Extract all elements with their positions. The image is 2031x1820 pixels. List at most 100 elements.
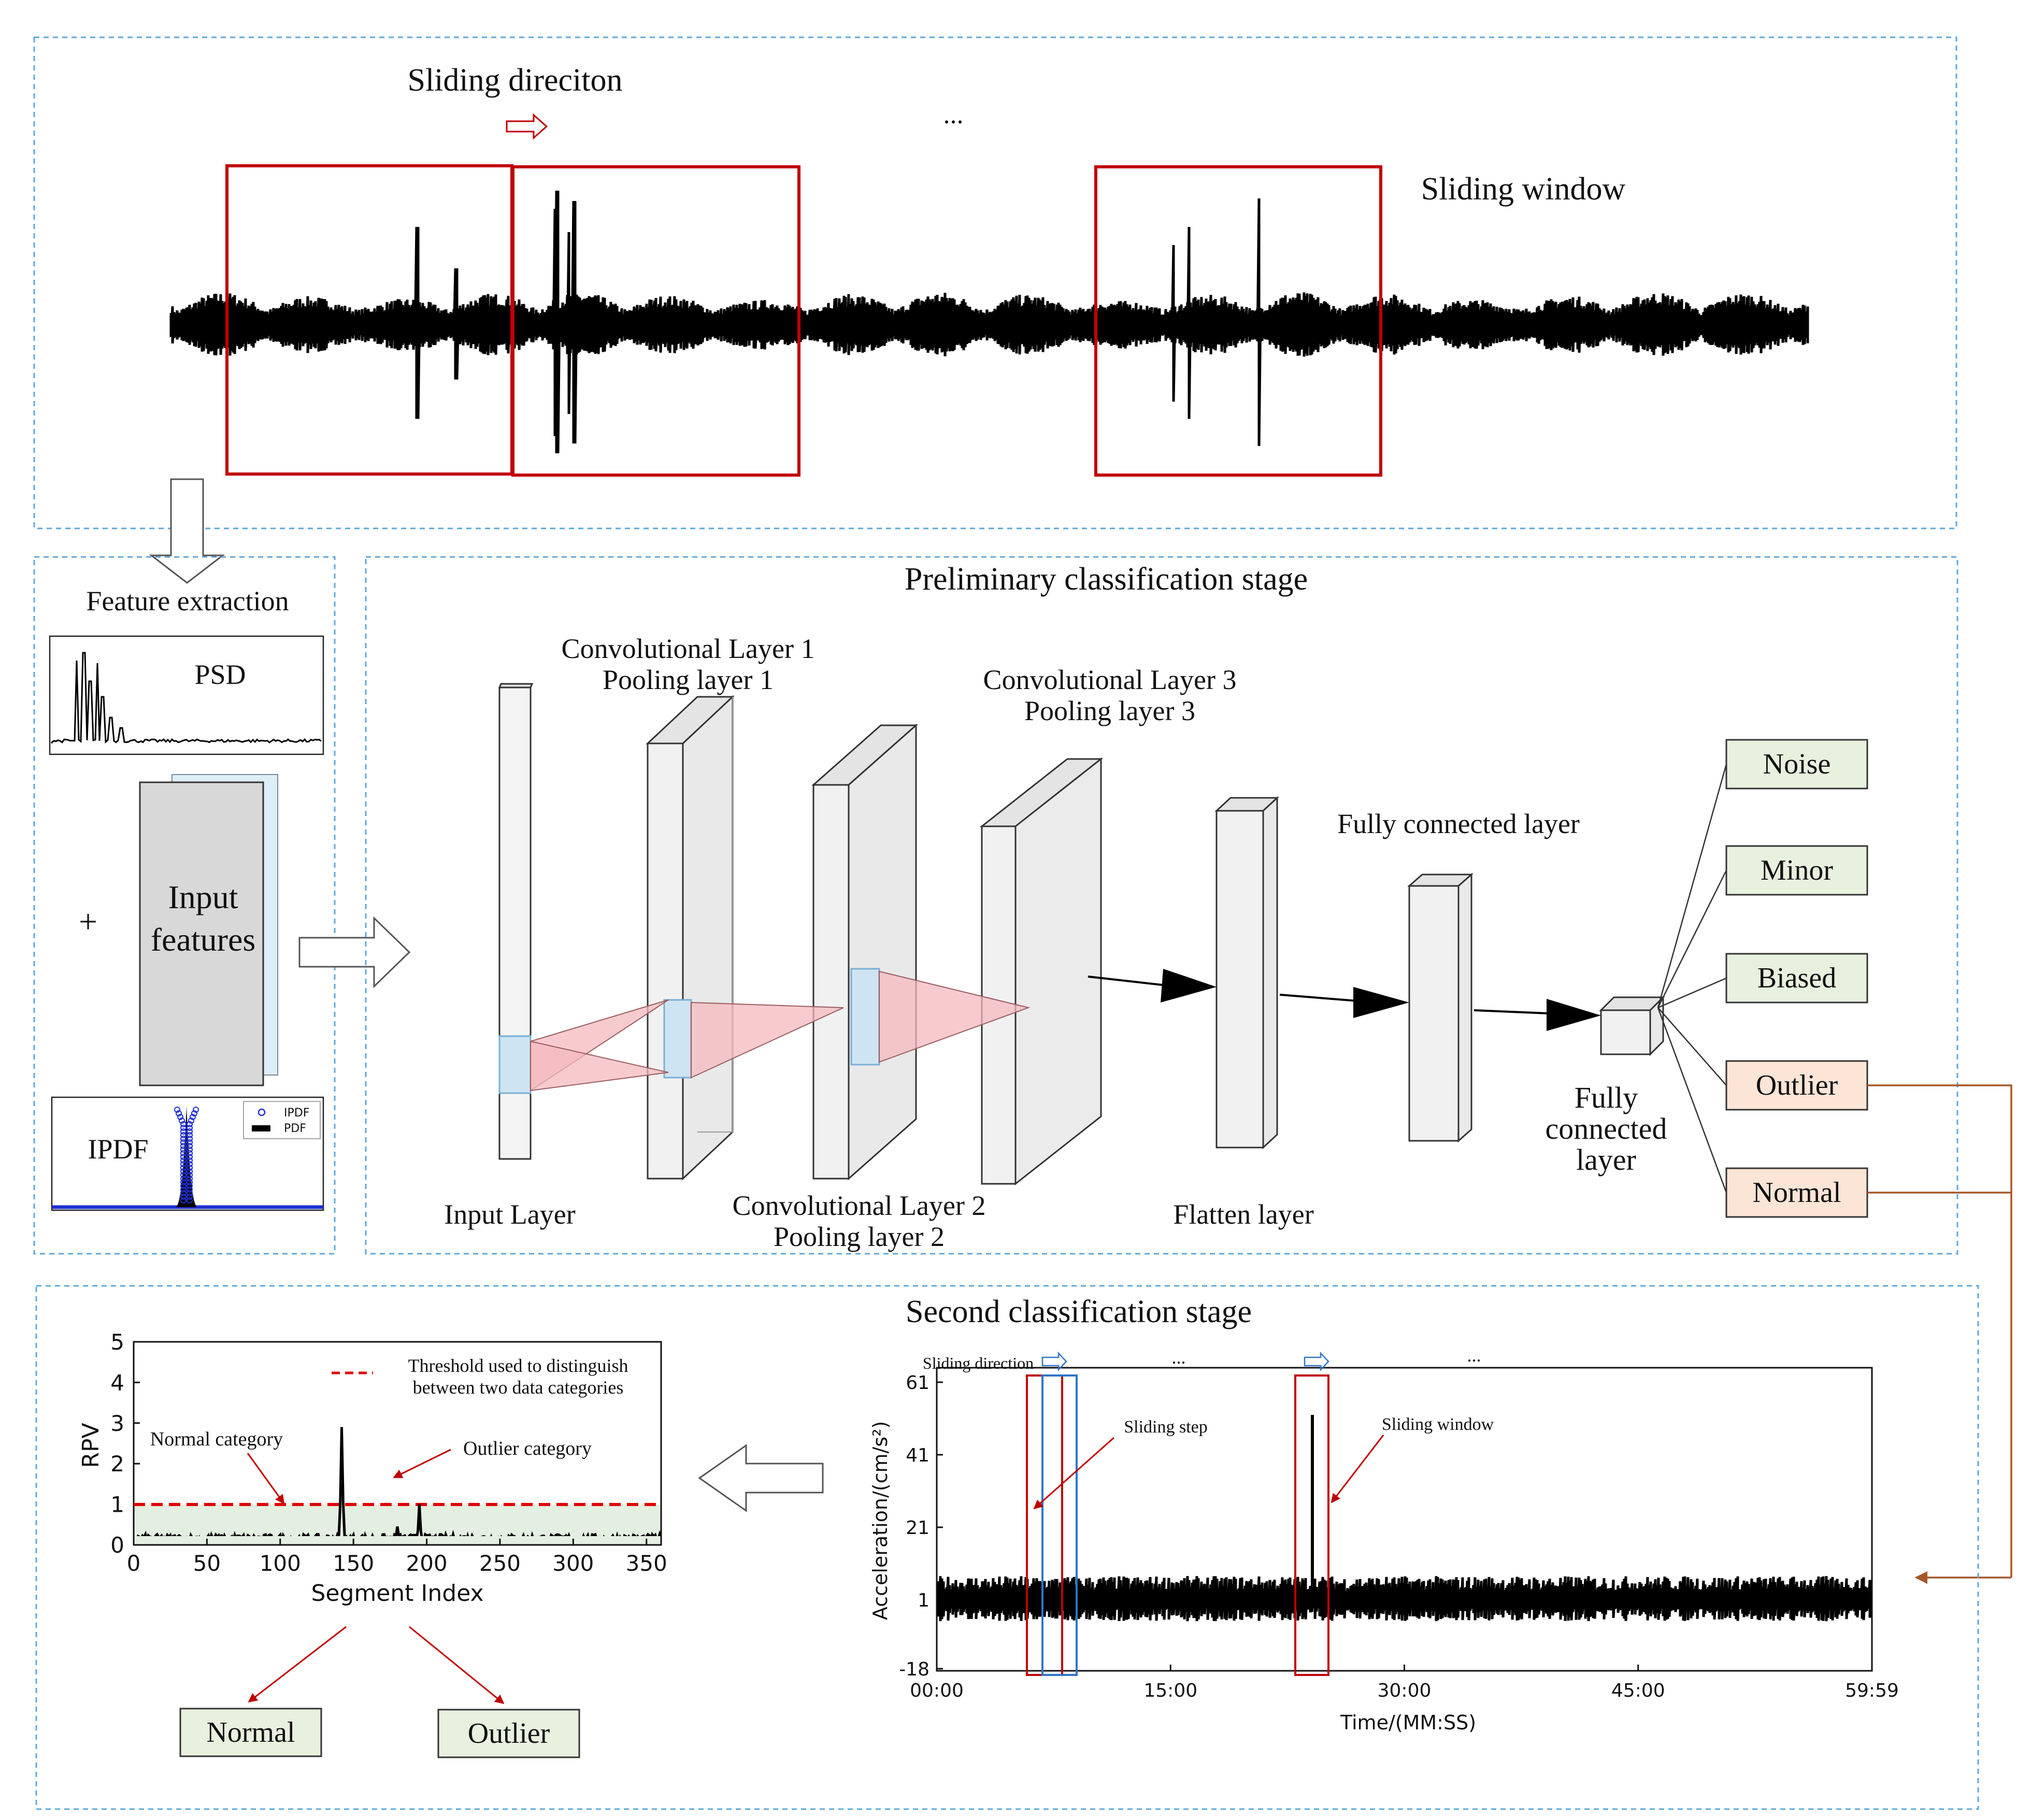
ipdf-point: [187, 1194, 193, 1200]
acc-sliding-step-arrow: [1033, 1437, 1114, 1510]
rpv-annotation-outlier: Outlier category: [463, 1438, 592, 1459]
acc-sliding-window-arrow: [1331, 1435, 1384, 1503]
acc-direction-arrow-icon-2: [1304, 1351, 1329, 1372]
ipdf-point: [187, 1186, 193, 1193]
ipdf-point: [177, 1114, 183, 1120]
layer-arrows: [1088, 969, 1601, 1031]
ipdf-point: [180, 1172, 187, 1178]
ipdf-point: [187, 1128, 193, 1135]
sliding-direction-arrow-icon: [506, 113, 548, 140]
output-biased-text: Biased: [1757, 962, 1836, 994]
sliding-window-box-3: [1094, 165, 1382, 477]
acc-window-red-1: [1026, 1374, 1063, 1676]
fc-bottom-label-line1: Fully: [1575, 1081, 1638, 1114]
rpv-annotation-normal: Normal category: [150, 1428, 283, 1450]
acc-sliding-direction-label: Sliding direction: [923, 1354, 1034, 1372]
ipdf-point: [187, 1132, 193, 1138]
acc-ellipsis-2: ...: [1467, 1345, 1481, 1366]
ipdf-point: [187, 1165, 193, 1171]
ipdf-point: [180, 1176, 187, 1182]
acc-window-blue: [1041, 1374, 1078, 1676]
rpv-x-tick-label: 300: [552, 1551, 594, 1576]
ipdf-point: [187, 1197, 193, 1203]
ipdf-point: [180, 1150, 187, 1156]
ipdf-point: [193, 1107, 199, 1113]
conv-layer-1-block: [646, 695, 735, 1181]
ipdf-point: [180, 1128, 187, 1135]
conv-layer-2-block: [811, 723, 918, 1181]
acc-y-tick-label: 41: [906, 1445, 929, 1466]
output-class-minor: Minor: [1725, 845, 1868, 896]
rpv-plot-frame: [133, 1341, 662, 1546]
ipdf-point: [180, 1125, 187, 1131]
acc-ylabel: Acceleration/(cm/s²): [869, 1421, 892, 1620]
final-normal-text: Normal: [206, 1716, 295, 1749]
ipdf-point: [187, 1176, 193, 1182]
rpv-xlabel: Segment Index: [311, 1580, 483, 1607]
ipdf-point: [180, 1161, 187, 1167]
fc-top-label: Fully connected layer: [1337, 808, 1580, 839]
ipdf-point: [187, 1172, 193, 1178]
rpv-x-tick-label: 0: [127, 1551, 141, 1576]
output-class-noise: Noise: [1725, 739, 1868, 790]
legend-ipdf-text: IPDF: [284, 1107, 309, 1120]
fully-connected-block: [1407, 872, 1474, 1143]
ipdf-point: [188, 1117, 194, 1124]
conv1-label-line2: Pooling layer 1: [603, 664, 774, 695]
output-normal-text: Normal: [1752, 1177, 1841, 1209]
fc-output-cube: [1599, 995, 1665, 1056]
final-outlier-text: Outlier: [468, 1717, 550, 1750]
fc-bottom-label-line2: connected: [1545, 1112, 1667, 1145]
conv1-label-line1: Convolutional Layer 1: [562, 633, 815, 664]
output-class-outlier: Outlier: [1725, 1060, 1868, 1111]
output-outlier-text: Outlier: [1756, 1069, 1838, 1101]
rpv-series-line: [135, 1427, 661, 1536]
acc-y-tick-label: 1: [918, 1590, 929, 1611]
ipdf-point: [180, 1165, 187, 1171]
ipdf-point: [187, 1161, 193, 1167]
ipdf-point: [180, 1132, 187, 1138]
legend-ipdf-marker: [258, 1108, 266, 1116]
ipdf-point: [180, 1157, 187, 1164]
ipdf-point: [180, 1197, 187, 1203]
input-features-line1: Input: [168, 879, 238, 915]
ipdf-point: [187, 1139, 193, 1145]
rpv-x-tick-label: 350: [626, 1551, 667, 1576]
flatten-layer-block: [1214, 796, 1279, 1150]
ipdf-point: [176, 1110, 182, 1116]
rpv-y-tick-label: 2: [110, 1451, 124, 1477]
conv-layer-3-block: [979, 757, 1104, 1186]
top-panel: Sliding direciton ... Sliding window: [33, 36, 1957, 529]
preliminary-classification-panel: Preliminary classification stage Input L…: [365, 556, 1958, 1255]
ipdf-point: [190, 1114, 196, 1120]
ipdf-point: [187, 1183, 193, 1189]
acc-x-tick-label: 00:00: [910, 1680, 964, 1701]
preliminary-stage-title: Preliminary classification stage: [905, 562, 1308, 597]
acc-x-tick-label: 59:59: [1845, 1680, 1899, 1701]
second-stage-title: Second classification stage: [906, 1294, 1252, 1329]
output-noise-text: Noise: [1763, 748, 1831, 780]
input-layer-block: [498, 683, 534, 1160]
acc-ellipsis-1: ...: [1172, 1347, 1186, 1368]
ipdf-point: [180, 1139, 187, 1145]
pdf-curve: [176, 1106, 197, 1207]
rpv-legend-line1: Threshold used to distinguish: [408, 1355, 628, 1376]
ipdf-legend-frame: [243, 1101, 321, 1139]
brown-connector-arrow: [1867, 1084, 2012, 1584]
ipdf-point: [180, 1168, 187, 1174]
acc-y-tick-label: 21: [906, 1517, 929, 1539]
output-class-normal: Normal: [1725, 1167, 1868, 1218]
ipdf-point: [187, 1125, 193, 1131]
legend-pdf-text: PDF: [284, 1122, 306, 1135]
ipdf-point: [180, 1186, 187, 1193]
receptive-field-cones: [530, 970, 1031, 1092]
psd-plot-frame: [49, 635, 324, 755]
rpv-y-tick-label: 4: [110, 1370, 124, 1395]
rpv-x-tick-label: 100: [260, 1551, 301, 1576]
input-layer-label: Input Layer: [444, 1199, 575, 1230]
ipdf-point: [180, 1136, 187, 1142]
